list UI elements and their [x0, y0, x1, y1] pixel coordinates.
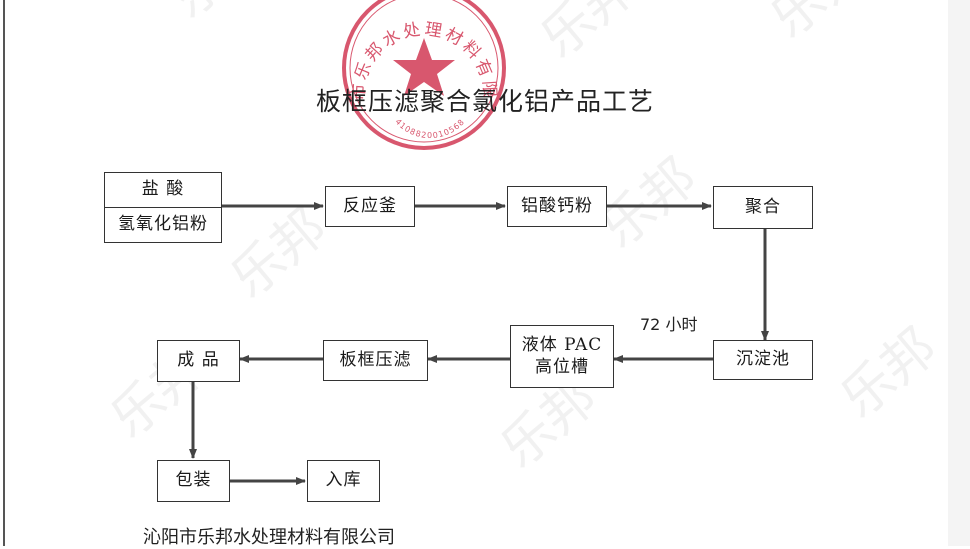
node-aluminum-hydroxide-powder: 氢氧化铝粉: [105, 207, 221, 242]
watermark-stamp: 乐邦: [220, 197, 338, 310]
watermark-layer: 乐邦乐邦乐邦乐邦乐邦乐邦乐邦乐邦: [100, 0, 948, 480]
watermark-stamp: 乐邦: [760, 0, 878, 50]
node-packaging: 包装: [157, 460, 230, 502]
seal-star-icon: [393, 38, 455, 96]
node-calcium-aluminate-powder: 铝酸钙粉: [507, 186, 607, 227]
node-settling-tank: 沉淀池: [713, 340, 813, 380]
node-filter-press: 板框压滤: [323, 340, 428, 381]
edge-label-duration: 72 小时: [640, 315, 698, 334]
watermark-stamp: 乐邦: [160, 0, 278, 30]
watermark-stamp: 乐邦: [530, 0, 648, 70]
watermark-stamp: 乐邦: [590, 147, 708, 260]
connector-layer: [189, 202, 769, 485]
node-warehouse: 入库: [307, 460, 380, 502]
node-liquid-pac-label: 液体 PAC: [521, 335, 603, 356]
node-finished-product: 成 品: [157, 340, 240, 382]
company-name-footer: 沁阳市乐邦水处理材料有限公司: [143, 527, 395, 548]
node-reactor: 反应釜: [325, 186, 415, 227]
node-hydrochloric-acid: 盐 酸: [141, 179, 185, 200]
node-polymerize: 聚合: [713, 186, 813, 229]
watermark-stamp: 乐邦: [830, 317, 948, 430]
node-high-tank-label: 高位槽: [535, 356, 589, 377]
seal-code: 4108820010568: [393, 117, 465, 140]
company-seal: 沁阳市乐邦水处理材料有限公司 4108820010568: [0, 0, 506, 150]
right-edge-shade: [948, 0, 970, 546]
diagram-title: 板框压滤聚合氯化铝产品工艺: [315, 87, 654, 116]
node-liquid-pac-tank: 液体 PAC 高位槽: [510, 325, 614, 388]
node-raw-materials: 盐 酸 氢氧化铝粉: [104, 172, 222, 243]
svg-text:4108820010568: 4108820010568: [393, 117, 466, 140]
left-border-line: [3, 0, 5, 546]
